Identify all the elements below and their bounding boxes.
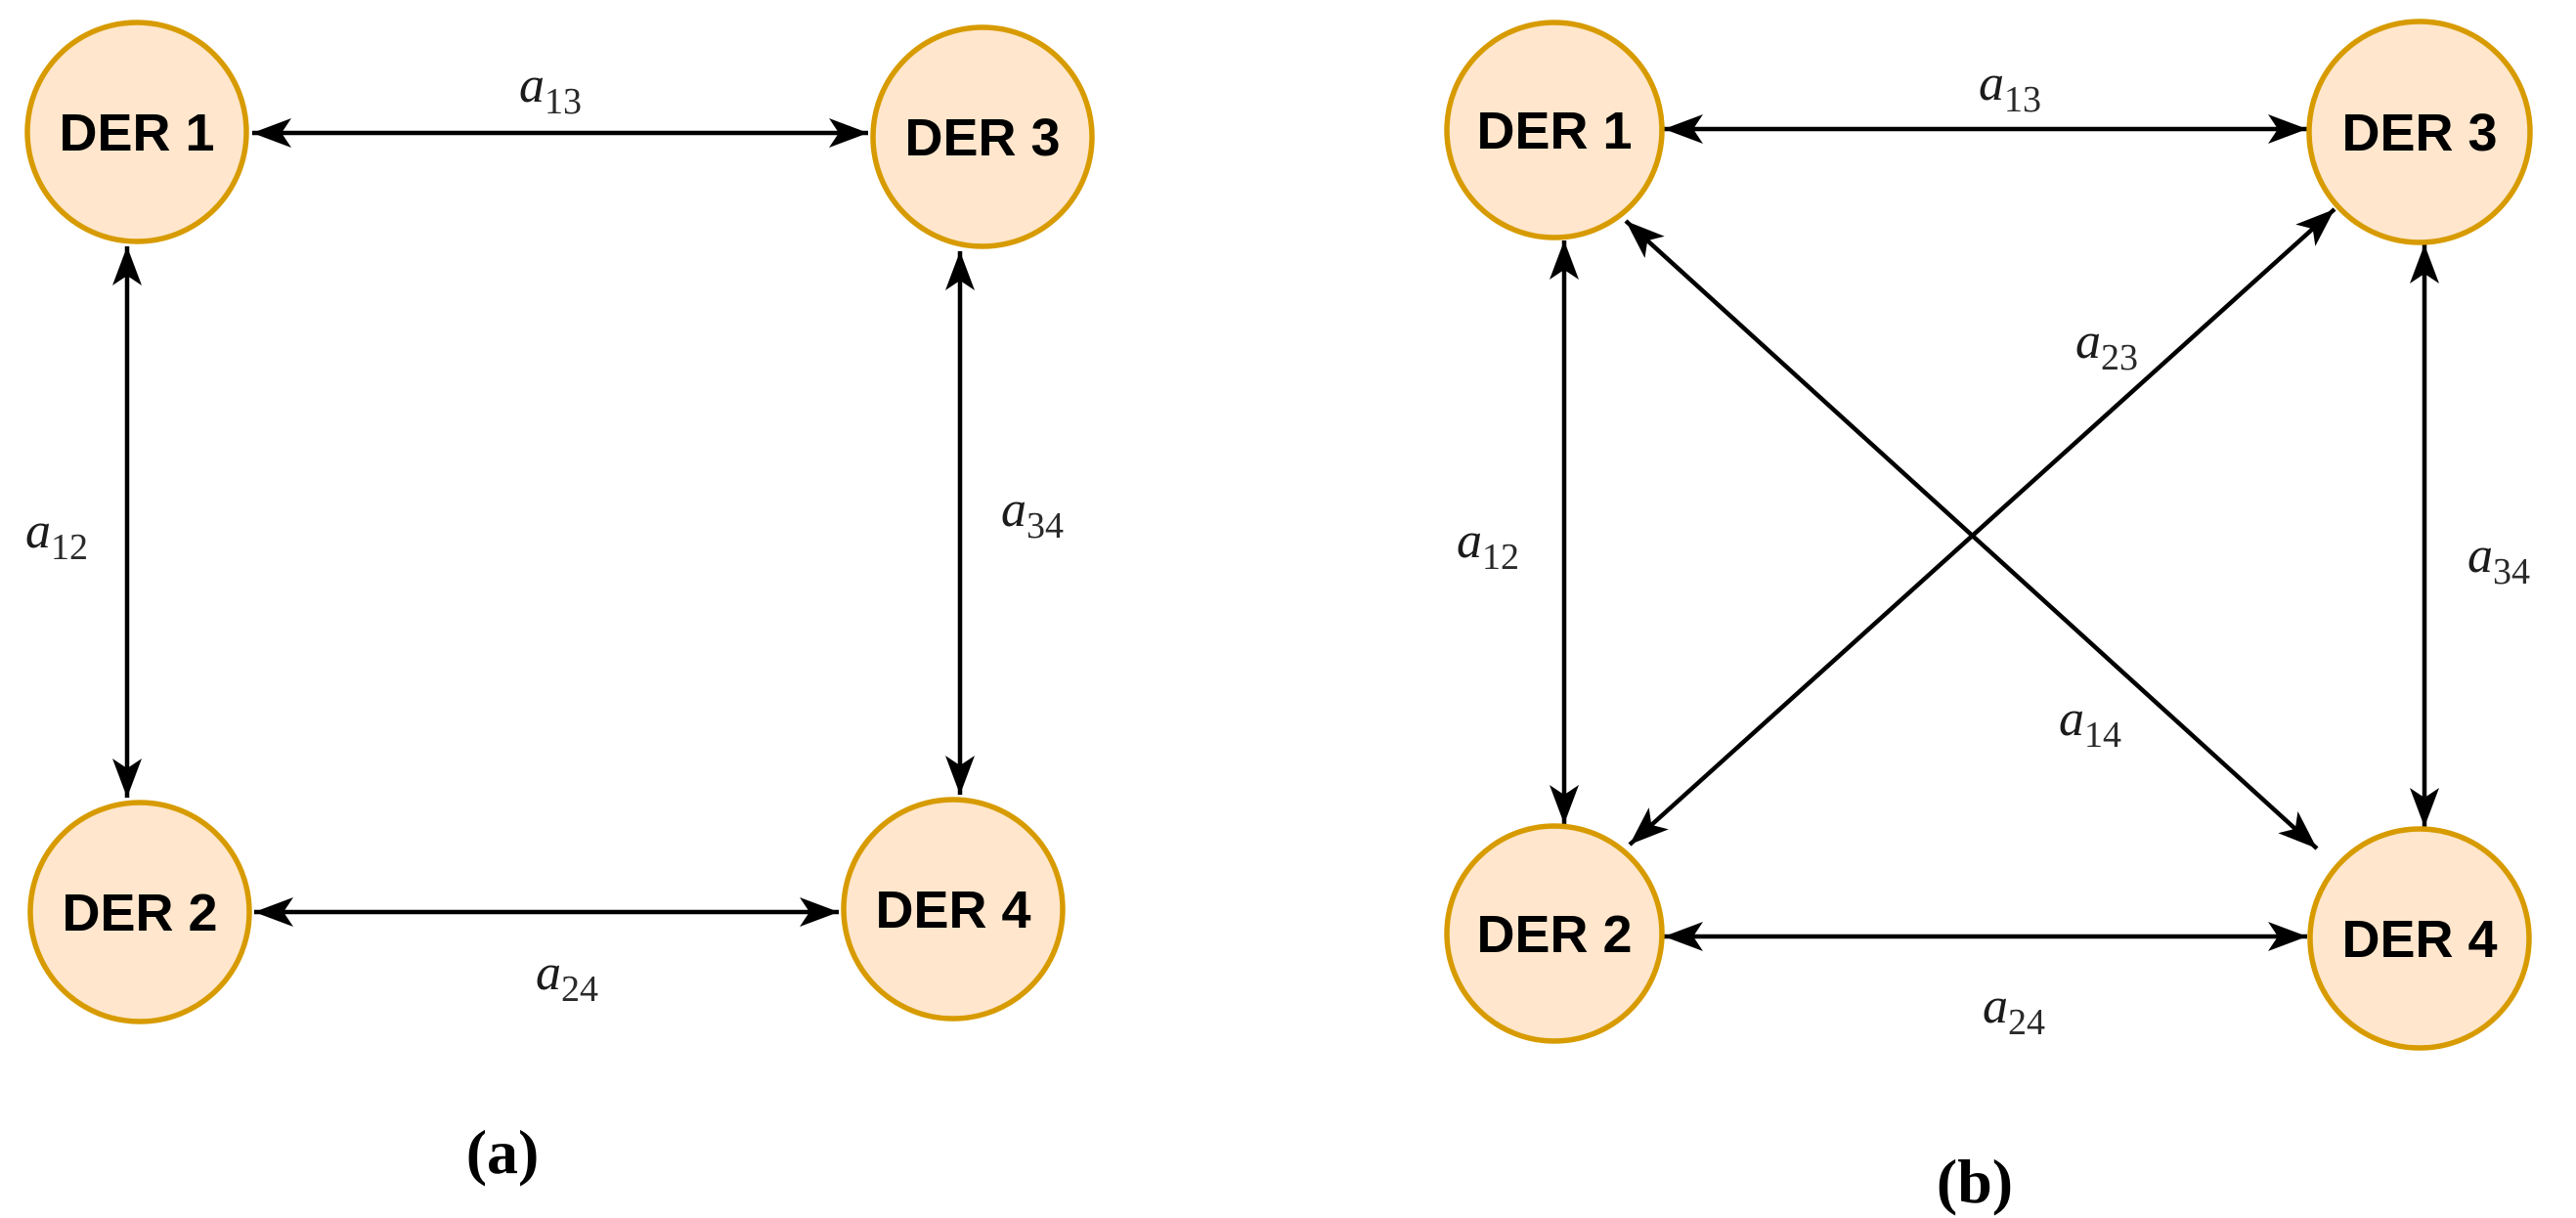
edge-label-base: a bbox=[25, 503, 51, 559]
node-label: DER 1 bbox=[59, 104, 214, 162]
node-der3: DER 3 bbox=[2306, 19, 2533, 245]
edge-label-a24: a24 bbox=[1983, 979, 2045, 1043]
edge-label-base: a bbox=[1983, 979, 2008, 1034]
edge-label-a13: a13 bbox=[519, 58, 582, 122]
node-circle bbox=[2307, 826, 2532, 1051]
node-der1: DER 1 bbox=[1444, 20, 1665, 240]
edge-label-a34: a34 bbox=[2467, 528, 2530, 592]
node-der2: DER 2 bbox=[27, 800, 252, 1024]
caption-b: (b) bbox=[1937, 1147, 2013, 1216]
edge-label-base: a bbox=[536, 945, 561, 1001]
edge-label-base: a bbox=[1001, 482, 1026, 538]
edge-label-subscript: 23 bbox=[2101, 337, 2138, 378]
node-der4: DER 4 bbox=[841, 797, 1066, 1022]
node-der3: DER 3 bbox=[870, 24, 1095, 249]
node-label: DER 3 bbox=[904, 109, 1060, 167]
edge-label-a24: a24 bbox=[536, 945, 598, 1010]
panel-b: a13 a12 a34 a24 a23 a14 DER 1 DER 3 DER … bbox=[1444, 19, 2533, 1216]
node-circle bbox=[841, 797, 1066, 1022]
edge-label-subscript: 24 bbox=[2008, 1002, 2045, 1043]
edge-der2-der3 bbox=[1628, 207, 2336, 847]
node-label: DER 2 bbox=[62, 884, 217, 942]
caption-a: (a) bbox=[466, 1117, 540, 1187]
edge-label-base: a bbox=[1979, 56, 2004, 111]
node-circle bbox=[1444, 823, 1665, 1044]
edge-label-subscript: 24 bbox=[561, 969, 598, 1010]
edge-label-subscript: 12 bbox=[1482, 537, 1519, 578]
edge-label-a23: a23 bbox=[2075, 314, 2138, 378]
edge-label-subscript: 12 bbox=[51, 527, 88, 568]
node-circle bbox=[870, 24, 1095, 249]
node-circle bbox=[2306, 19, 2533, 245]
edge-label-a34: a34 bbox=[1001, 482, 1064, 546]
node-label: DER 3 bbox=[2341, 104, 2497, 162]
edge-label-subscript: 34 bbox=[2493, 551, 2530, 592]
panel-a: a13 a12 a34 a24 DER 1 DER 3 DER 2 DER 4 bbox=[24, 20, 1095, 1187]
node-label: DER 4 bbox=[2341, 910, 2497, 969]
edge-label-base: a bbox=[1457, 513, 1482, 569]
edge-label-base: a bbox=[2467, 528, 2493, 584]
edge-label-a12: a12 bbox=[1457, 513, 1519, 578]
node-label: DER 4 bbox=[875, 881, 1030, 939]
edge-label-subscript: 34 bbox=[1026, 505, 1064, 546]
edge-label-base: a bbox=[519, 58, 545, 113]
node-circle bbox=[27, 800, 252, 1024]
node-label: DER 2 bbox=[1476, 905, 1632, 964]
node-der4: DER 4 bbox=[2307, 826, 2532, 1051]
edge-label-a12: a12 bbox=[25, 503, 88, 568]
edge-label-subscript: 14 bbox=[2084, 715, 2121, 756]
edge-label-a14: a14 bbox=[2059, 691, 2121, 756]
edge-label-subscript: 13 bbox=[2004, 79, 2041, 120]
node-label: DER 1 bbox=[1476, 102, 1632, 160]
edge-label-base: a bbox=[2059, 691, 2084, 747]
edge-label-base: a bbox=[2075, 314, 2101, 370]
node-circle bbox=[1444, 20, 1665, 240]
node-circle bbox=[24, 20, 249, 244]
node-der1: DER 1 bbox=[24, 20, 249, 244]
edge-label-a13: a13 bbox=[1979, 56, 2041, 120]
node-der2: DER 2 bbox=[1444, 823, 1665, 1044]
edge-label-subscript: 13 bbox=[545, 81, 582, 122]
